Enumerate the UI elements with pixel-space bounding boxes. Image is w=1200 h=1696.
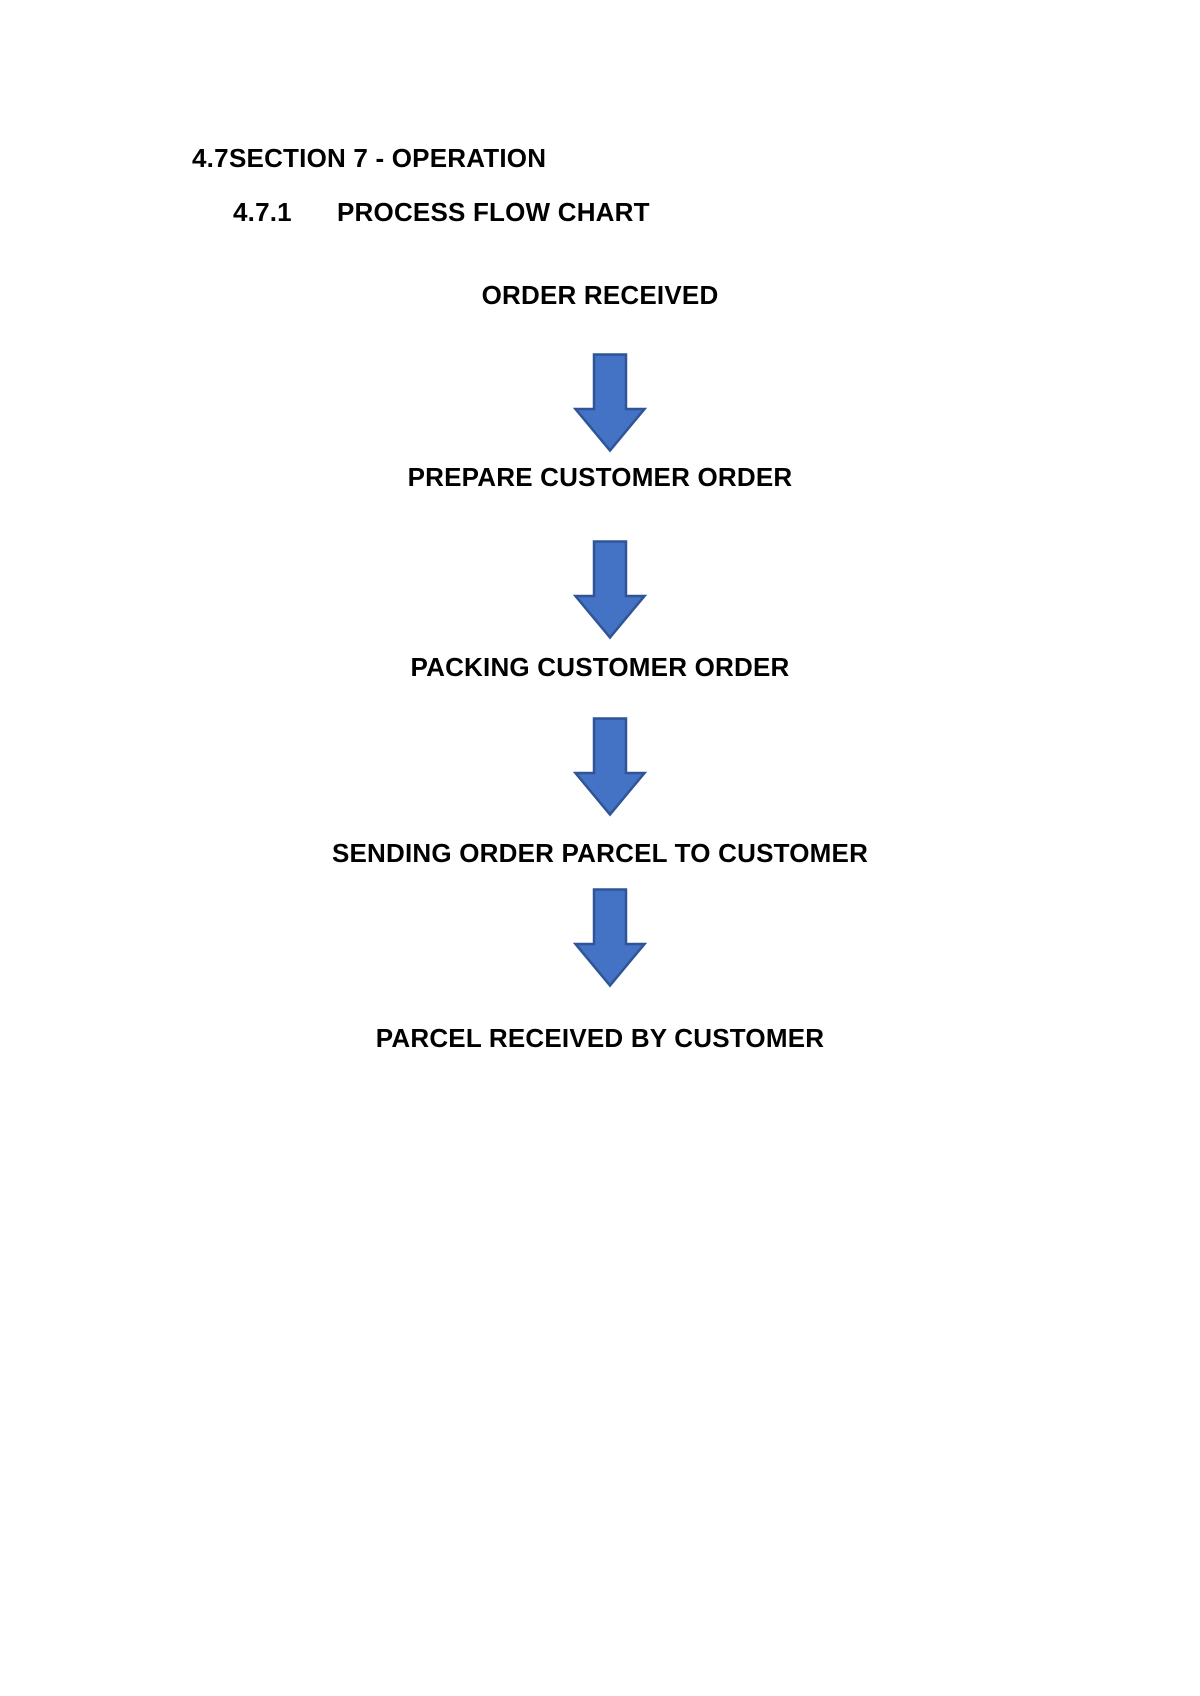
subsection-heading-number: 4.7.1 — [233, 197, 292, 227]
flow-step-packing-order: PACKING CUSTOMER ORDER — [410, 652, 790, 682]
section-heading-number: 4.7 — [192, 143, 229, 173]
subsection-heading-title: PROCESS FLOW CHART — [337, 197, 650, 227]
subsection-heading: 4.7.1 PROCESS FLOW CHART — [233, 197, 650, 228]
down-arrow-icon — [573, 353, 647, 453]
flow-step-parcel-received: PARCEL RECEIVED BY CUSTOMER — [375, 1023, 825, 1053]
section-heading: 4.7SECTION 7 - OPERATION — [192, 143, 546, 174]
flow-step-order-received: ORDER RECEIVED — [481, 280, 719, 310]
down-arrow-icon — [573, 717, 647, 817]
down-arrow-icon — [573, 888, 647, 988]
flow-step-prepare-order: PREPARE CUSTOMER ORDER — [407, 462, 793, 492]
section-heading-title: SECTION 7 - OPERATION — [229, 143, 547, 173]
flow-step-sending-parcel: SENDING ORDER PARCEL TO CUSTOMER — [331, 838, 869, 868]
down-arrow-icon — [573, 540, 647, 640]
